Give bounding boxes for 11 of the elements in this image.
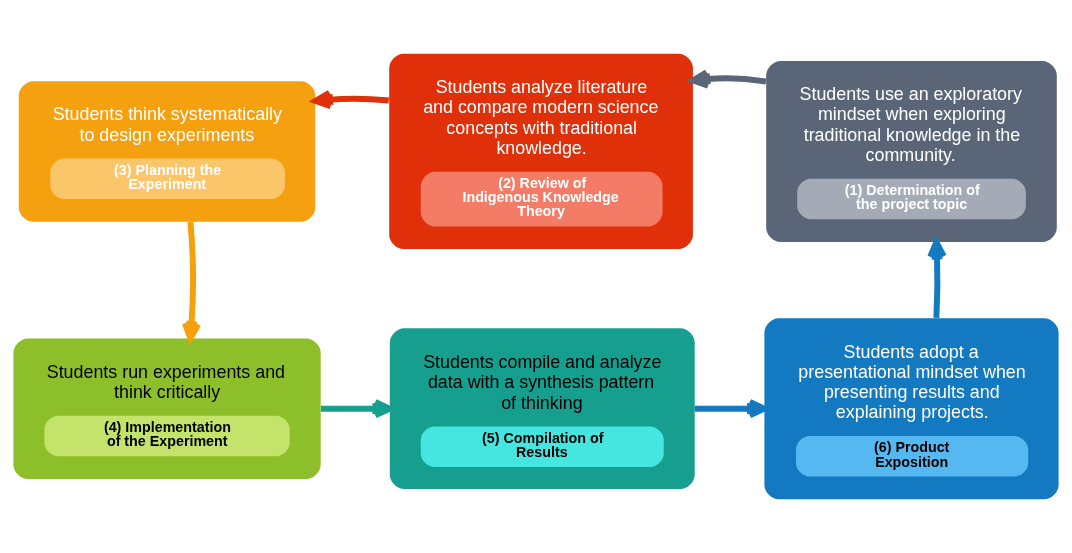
arrow [689, 69, 767, 89]
arrow [312, 89, 390, 110]
node-box: Students adopt a presentational mindset when presenting results and explaining projects. (6) Product Exposition [764, 318, 1059, 500]
arrow [694, 399, 768, 419]
node-box: Students use an exploratory mindset when exploring traditional knowledge in the community. (1) Determination of the project topic [766, 60, 1057, 242]
node-box: Students compile and analyze data with a synthesis pattern of thinking (5) Compilation of Results [389, 328, 695, 490]
node-box: Students analyze literature and compare modern science concepts with traditional knowledge. (2) Review of Indigenous Knowledge Theory [389, 53, 693, 250]
arrow [927, 238, 947, 318]
arrow [181, 221, 202, 342]
node-box: Students think systematically to design experiments (3) Planning the Experiment [18, 81, 316, 222]
node-box: Students run experiments and think critically (4) Implementation of the Experiment [13, 338, 321, 479]
